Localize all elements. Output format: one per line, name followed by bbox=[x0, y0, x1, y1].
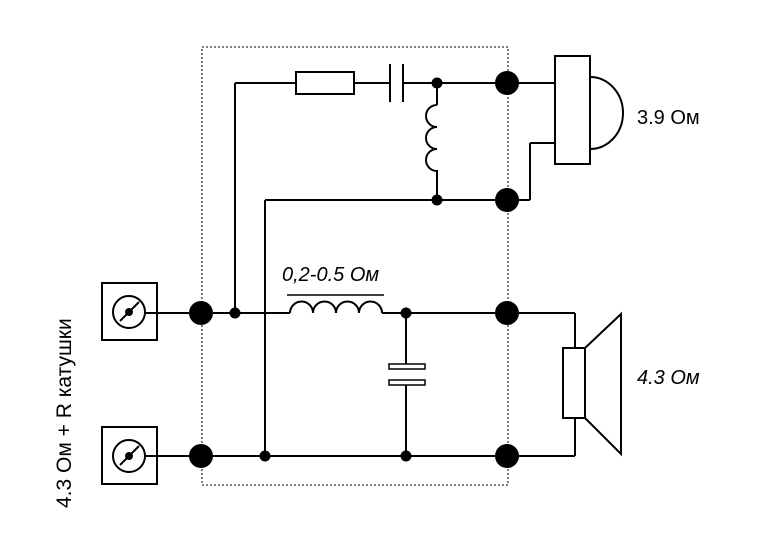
tweeter-impedance-label: 3.9 Ом bbox=[637, 107, 700, 129]
input-terminal-top bbox=[101, 282, 158, 341]
woofer-impedance-label: 4.3 Ом bbox=[637, 367, 700, 389]
tweeter-speaker bbox=[554, 55, 624, 165]
coil-resistance-label: 0,2-0.5 Ом bbox=[282, 264, 379, 286]
board-terminals bbox=[189, 71, 519, 468]
woofer-speaker bbox=[562, 311, 622, 457]
shunt-inductor bbox=[425, 104, 438, 172]
series-capacitor bbox=[389, 64, 404, 102]
board-outline bbox=[201, 46, 509, 486]
series-inductor bbox=[289, 300, 383, 314]
junction-dots bbox=[229, 77, 443, 462]
input-note-label: 4.3 Ом + R катушки bbox=[53, 318, 76, 508]
wires bbox=[145, 82, 576, 457]
input-terminal-bottom bbox=[101, 426, 158, 485]
shunt-capacitor bbox=[388, 363, 426, 386]
series-resistor bbox=[295, 71, 355, 95]
